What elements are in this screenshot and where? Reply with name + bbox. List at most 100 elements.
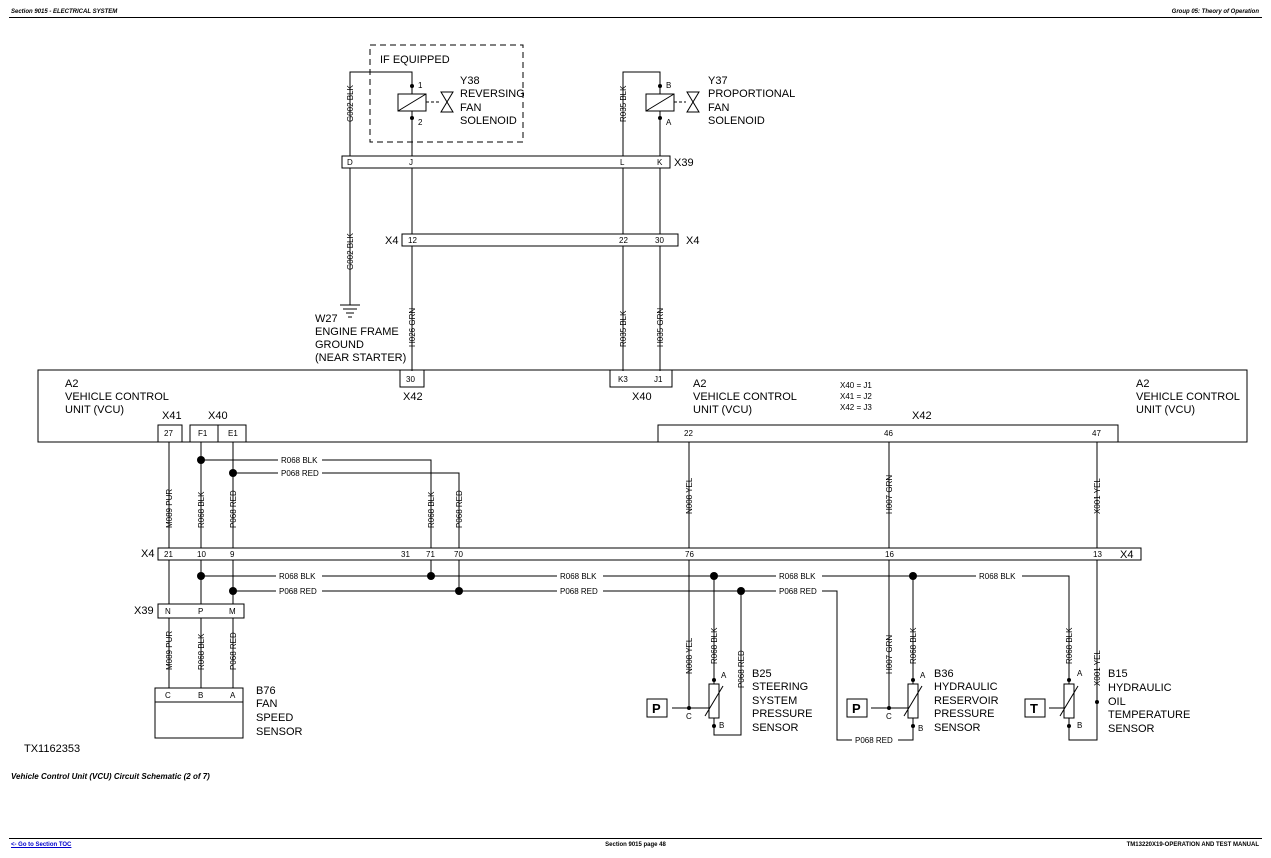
x4-top-connector <box>401 233 679 247</box>
svg-text:SENSOR: SENSOR <box>1108 723 1155 735</box>
svg-text:76: 76 <box>685 550 694 559</box>
svg-text:VEHICLE CONTROL: VEHICLE CONTROL <box>1136 391 1240 403</box>
b15-sensor-symbol <box>1024 680 1098 741</box>
wire-label-n008-bottom: N008 YEL <box>685 637 694 674</box>
wire-label-r035-bottom: R035 BLK <box>619 310 628 347</box>
wire-label-r068-loop: R068 BLK <box>427 491 436 528</box>
svg-text:FAN: FAN <box>708 102 729 114</box>
x39-bottom-label: X39 <box>134 605 154 617</box>
vcu-legend-1: X40 = J1 <box>840 381 872 390</box>
svg-text:J: J <box>409 158 413 167</box>
wire-label-r068-b36: R068 BLK <box>909 627 918 664</box>
svg-text:GROUND: GROUND <box>315 339 364 351</box>
svg-text:OIL: OIL <box>1108 696 1126 708</box>
svg-text:31: 31 <box>401 550 410 559</box>
svg-text:N: N <box>165 607 171 616</box>
svg-text:SPEED: SPEED <box>256 712 293 724</box>
svg-text:R068 BLK: R068 BLK <box>779 572 816 581</box>
svg-text:27: 27 <box>164 429 173 438</box>
svg-text:P068 RED: P068 RED <box>279 587 317 596</box>
wire-label-r068-left: R068 BLK <box>197 491 206 528</box>
page-number: Section 9015 page 48 <box>605 842 666 848</box>
svg-text:P: P <box>198 607 203 616</box>
svg-text:9: 9 <box>230 550 235 559</box>
svg-text:J1: J1 <box>654 375 663 384</box>
x4-mid-connector <box>157 547 1142 561</box>
b15-ref: B15 <box>1108 668 1128 680</box>
y38-solenoid-symbol <box>397 86 454 118</box>
vcu-ref-right: A2 <box>1136 378 1149 390</box>
figure-caption: Vehicle Control Unit (VCU) Circuit Schem… <box>11 772 210 781</box>
wire-p068-b25 <box>713 591 742 736</box>
svg-text:2: 2 <box>418 118 423 127</box>
section-toc-link[interactable]: <- Go to Section TOC <box>11 842 72 848</box>
svg-text:R068 BLK: R068 BLK <box>979 572 1016 581</box>
wire-r035-top <box>622 71 661 156</box>
svg-text:L: L <box>620 158 625 167</box>
svg-text:TEMPERATURE: TEMPERATURE <box>1108 709 1190 721</box>
b76-ref: B76 <box>256 685 276 697</box>
figure-id: TX1162353 <box>24 743 80 755</box>
svg-text:16: 16 <box>885 550 894 559</box>
wire-label-h007-bottom: H007 GRN <box>885 635 894 674</box>
wire-label-x001-top: X001 YEL <box>1093 478 1102 514</box>
svg-text:P068 RED: P068 RED <box>779 587 817 596</box>
svg-text:UNIT (VCU): UNIT (VCU) <box>1136 404 1195 416</box>
svg-text:R068 BLK: R068 BLK <box>560 572 597 581</box>
y37-solenoid-symbol <box>645 86 700 118</box>
svg-text:71: 71 <box>426 550 435 559</box>
x42-right-label: X42 <box>912 410 932 422</box>
svg-text:SENSOR: SENSOR <box>934 722 981 734</box>
wire-label-m089-top: M089 PUR <box>165 489 174 528</box>
svg-text:1: 1 <box>418 81 423 90</box>
b36-ref: B36 <box>934 668 954 680</box>
svg-text:M: M <box>229 607 236 616</box>
svg-text:(NEAR STARTER): (NEAR STARTER) <box>315 352 406 364</box>
wire-r068-bus <box>201 575 1070 680</box>
wire-label-x001-bottom: X001 YEL <box>1093 650 1102 686</box>
svg-text:C: C <box>686 712 692 721</box>
svg-text:K3: K3 <box>618 375 628 384</box>
wire-label-p068-b25: P068 RED <box>737 650 746 688</box>
svg-text:A: A <box>230 691 236 700</box>
svg-text:R068 BLK: R068 BLK <box>279 572 316 581</box>
svg-text:B: B <box>666 81 671 90</box>
svg-text:22: 22 <box>684 429 693 438</box>
svg-text:HYDRAULIC: HYDRAULIC <box>934 681 998 693</box>
wire-label-p068-loop: P068 RED <box>455 490 464 528</box>
footer-rule <box>9 838 1262 839</box>
svg-text:SOLENOID: SOLENOID <box>708 115 765 127</box>
b76-sensor-box <box>154 687 244 739</box>
section-header: Section 9015 - ELECTRICAL SYSTEM <box>11 9 118 15</box>
wire-g002-top <box>349 71 413 156</box>
svg-text:B: B <box>198 691 203 700</box>
svg-text:VEHICLE CONTROL: VEHICLE CONTROL <box>693 391 797 403</box>
svg-text:10: 10 <box>197 550 206 559</box>
svg-text:STEERING: STEERING <box>752 681 808 693</box>
svg-text:B: B <box>918 724 923 733</box>
wire-label-r068-bottom: R068 BLK <box>197 633 206 670</box>
vcu-box <box>37 369 1248 443</box>
wire-label-r068-b25: R068 BLK <box>710 627 719 664</box>
x42-pin30-box <box>399 369 425 388</box>
svg-text:K: K <box>657 158 663 167</box>
svg-text:C: C <box>165 691 171 700</box>
x40-left-label: X40 <box>208 410 228 422</box>
svg-text:PROPORTIONAL: PROPORTIONAL <box>708 88 795 100</box>
if-equipped-label: IF EQUIPPED <box>380 54 450 66</box>
x39-top-label: X39 <box>674 157 694 169</box>
x4-top-label-left: X4 <box>385 235 398 247</box>
wire-r068-loop <box>201 459 432 548</box>
svg-text:C: C <box>886 712 892 721</box>
svg-text:21: 21 <box>164 550 173 559</box>
x41-label: X41 <box>162 410 182 422</box>
vcu-legend-2: X41 = J2 <box>840 392 872 401</box>
wire-p068-bus <box>233 590 914 741</box>
wire-label-h026: H026 GRN <box>408 308 417 347</box>
wire-label-n008-top: N008 YEL <box>685 477 694 514</box>
manual-title: TM13220X19-OPERATION AND TEST MANUAL <box>1126 842 1259 848</box>
wire-label-h007-top: H007 GRN <box>885 475 894 514</box>
svg-text:R068 BLK: R068 BLK <box>281 456 318 465</box>
